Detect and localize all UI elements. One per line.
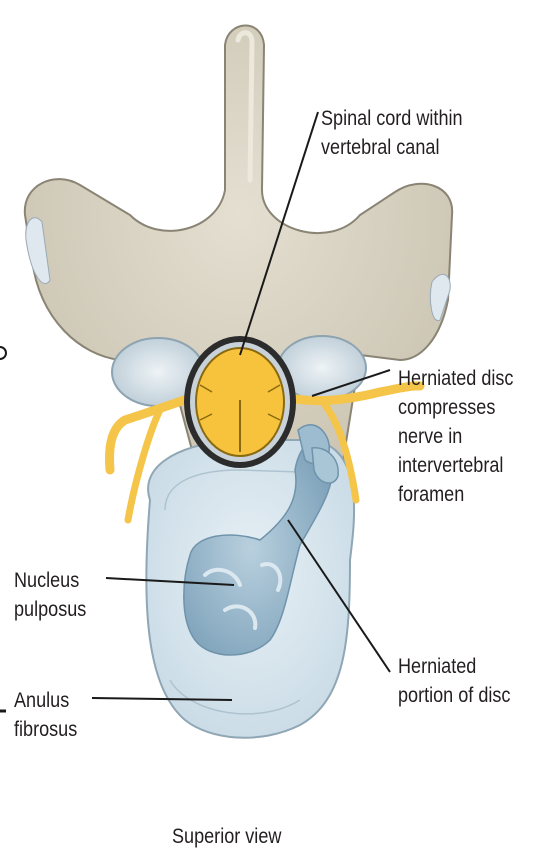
label-herniated-disc-compresses-nerve: Herniated disc compresses nerve in inter… bbox=[398, 364, 513, 509]
label-spinal-cord: Spinal cord within vertebral canal bbox=[321, 104, 463, 162]
label-nucleus-pulposus: Nucleus pulposus bbox=[14, 566, 86, 624]
edge-mark bbox=[0, 347, 6, 359]
label-herniated-portion: Herniated portion of disc bbox=[398, 652, 510, 710]
view-caption: Superior view bbox=[172, 822, 281, 851]
label-anulus-fibrosus: Anulus fibrosus bbox=[14, 686, 77, 744]
right-transverse-cap bbox=[430, 274, 450, 320]
